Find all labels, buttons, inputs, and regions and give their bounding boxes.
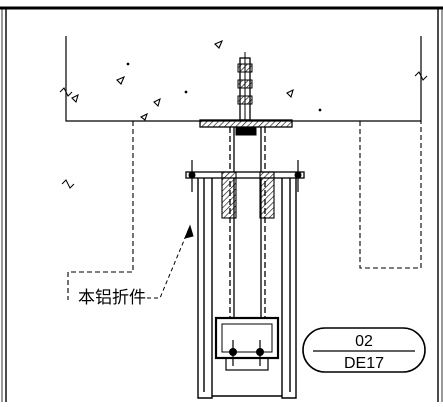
callout-leader: [140, 224, 194, 299]
bracket-with-screws: [185, 160, 305, 219]
detail-reference-tag: 02 DE17: [302, 327, 426, 373]
lower-box-section: [214, 316, 280, 371]
detail-sheet-reference: DE17: [344, 355, 384, 372]
anchor-bolt: [237, 52, 253, 121]
break-mark-lower: [61, 179, 75, 189]
material-callout-label: 本铝折件: [78, 288, 146, 308]
aluminum-folded-channel: [197, 178, 297, 399]
detail-number: 02: [355, 333, 373, 350]
concrete-aggregate-marks: [71, 39, 322, 121]
drawing-frame: [0, 6, 443, 402]
top-mounting-plate: [199, 119, 293, 136]
ceiling-hidden-outline: [67, 121, 422, 300]
hanger-tube: [229, 127, 266, 318]
